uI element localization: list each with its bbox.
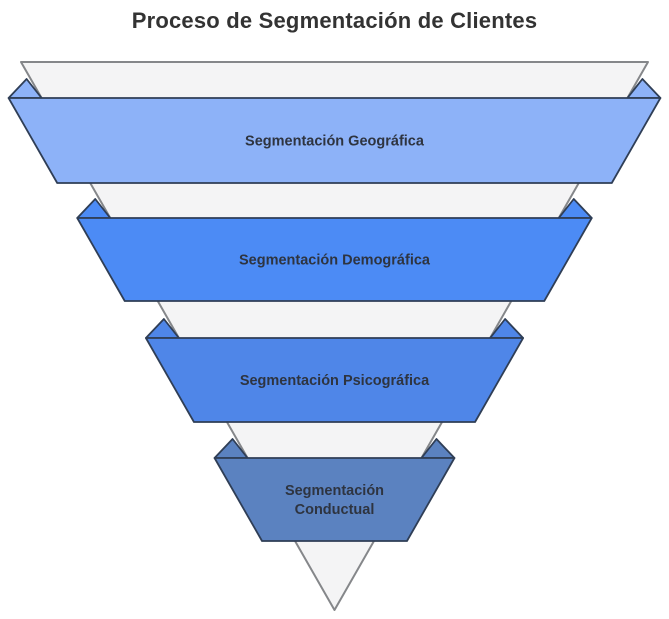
funnel-stage-2 [76, 217, 593, 302]
funnel-stage-3 [144, 337, 525, 423]
funnel-stage-4 [213, 457, 456, 542]
funnel-stage-3-label: Segmentación Psicográfica [240, 373, 430, 389]
funnel-stage-2-label: Segmentación Demográfica [239, 253, 431, 269]
funnel-stage-1 [7, 97, 662, 184]
funnel-stage-1-label: Segmentación Geográfica [245, 134, 425, 150]
diagram-title: Proceso de Segmentación de Clientes [131, 8, 538, 33]
